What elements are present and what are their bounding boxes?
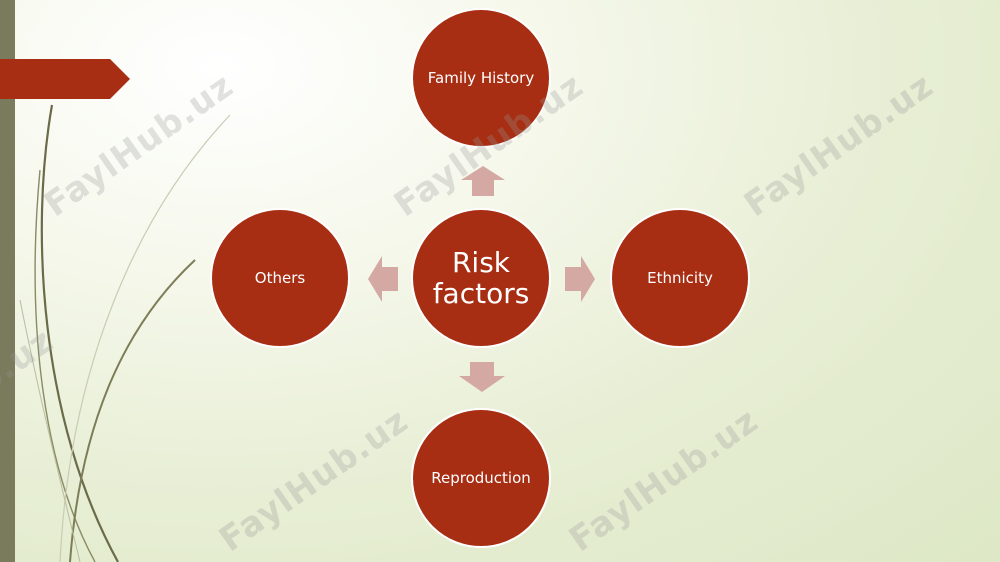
watermark: FaylHub.uz [562, 400, 766, 560]
arrow-right [565, 256, 595, 302]
node-ethnicity: Ethnicity [610, 208, 750, 348]
watermark: FaylHub.uz [737, 65, 941, 225]
node-others: Others [210, 208, 350, 348]
node-risk-factors: Risk factors [411, 208, 551, 348]
title-tag-arrow [0, 59, 130, 99]
left-accent-bar [0, 0, 15, 562]
node-reproduction: Reproduction [411, 408, 551, 548]
node-reproduction-label: Reproduction [431, 469, 531, 487]
arrow-left [368, 256, 398, 302]
decorative-swooshes [19, 104, 231, 562]
node-family-history: Family History [411, 8, 551, 148]
node-family-history-label: Family History [427, 69, 535, 87]
node-others-label: Others [254, 269, 306, 287]
arrow-up [461, 166, 505, 196]
node-ethnicity-label: Ethnicity [647, 269, 713, 287]
node-risk-factors-label: Risk factors [432, 246, 530, 310]
arrow-down [459, 362, 505, 392]
